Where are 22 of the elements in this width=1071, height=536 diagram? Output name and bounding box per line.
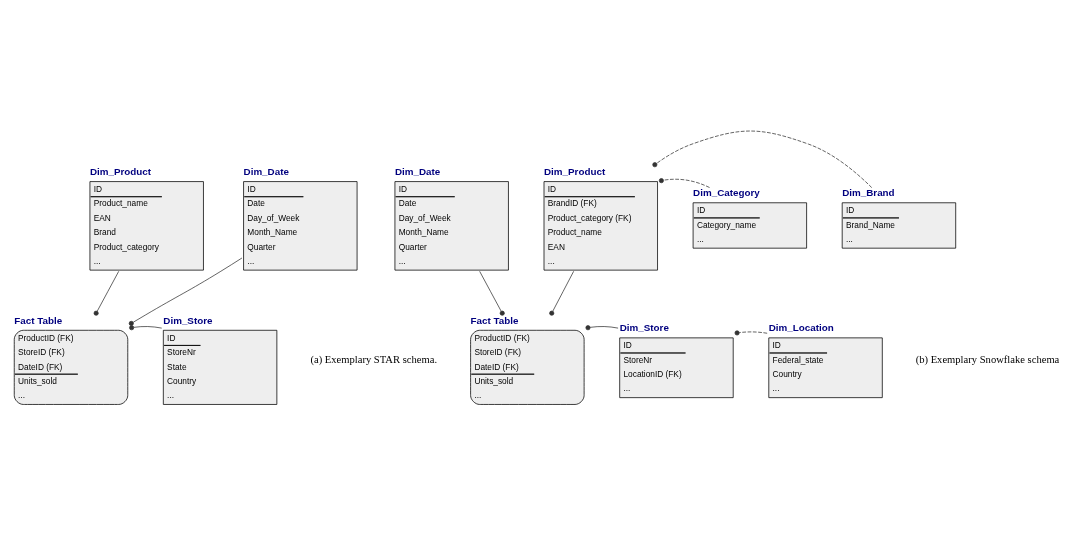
- label: (b) Exemplary Snowflake schema: [915, 353, 1060, 365]
- connector: [479, 270, 505, 316]
- node-label: Dim_Brand: [842, 186, 895, 198]
- node-label: Dim_Location: [768, 321, 834, 333]
- node-label: Dim_Date: [243, 165, 289, 177]
- connector: [658, 177, 710, 188]
- connector: [128, 257, 243, 326]
- node-label: Fact Table: [470, 314, 519, 326]
- node-label: Fact Table: [14, 314, 63, 326]
- connector: [585, 324, 619, 330]
- connector: [129, 324, 163, 330]
- connector: [734, 329, 768, 335]
- node-label: Dim_Product: [544, 165, 606, 177]
- connector: [549, 270, 575, 316]
- node-label: Dim_Product: [89, 165, 152, 177]
- node-label: Dim_Category: [693, 186, 760, 198]
- node-label: Dim_Store: [163, 314, 213, 326]
- node-label: Dim_Store: [619, 321, 669, 333]
- connector: [93, 270, 120, 316]
- node-label: Dim_Date: [394, 165, 441, 177]
- connector: [652, 130, 873, 188]
- label: (a) Exemplary STAR schema.: [310, 353, 438, 365]
